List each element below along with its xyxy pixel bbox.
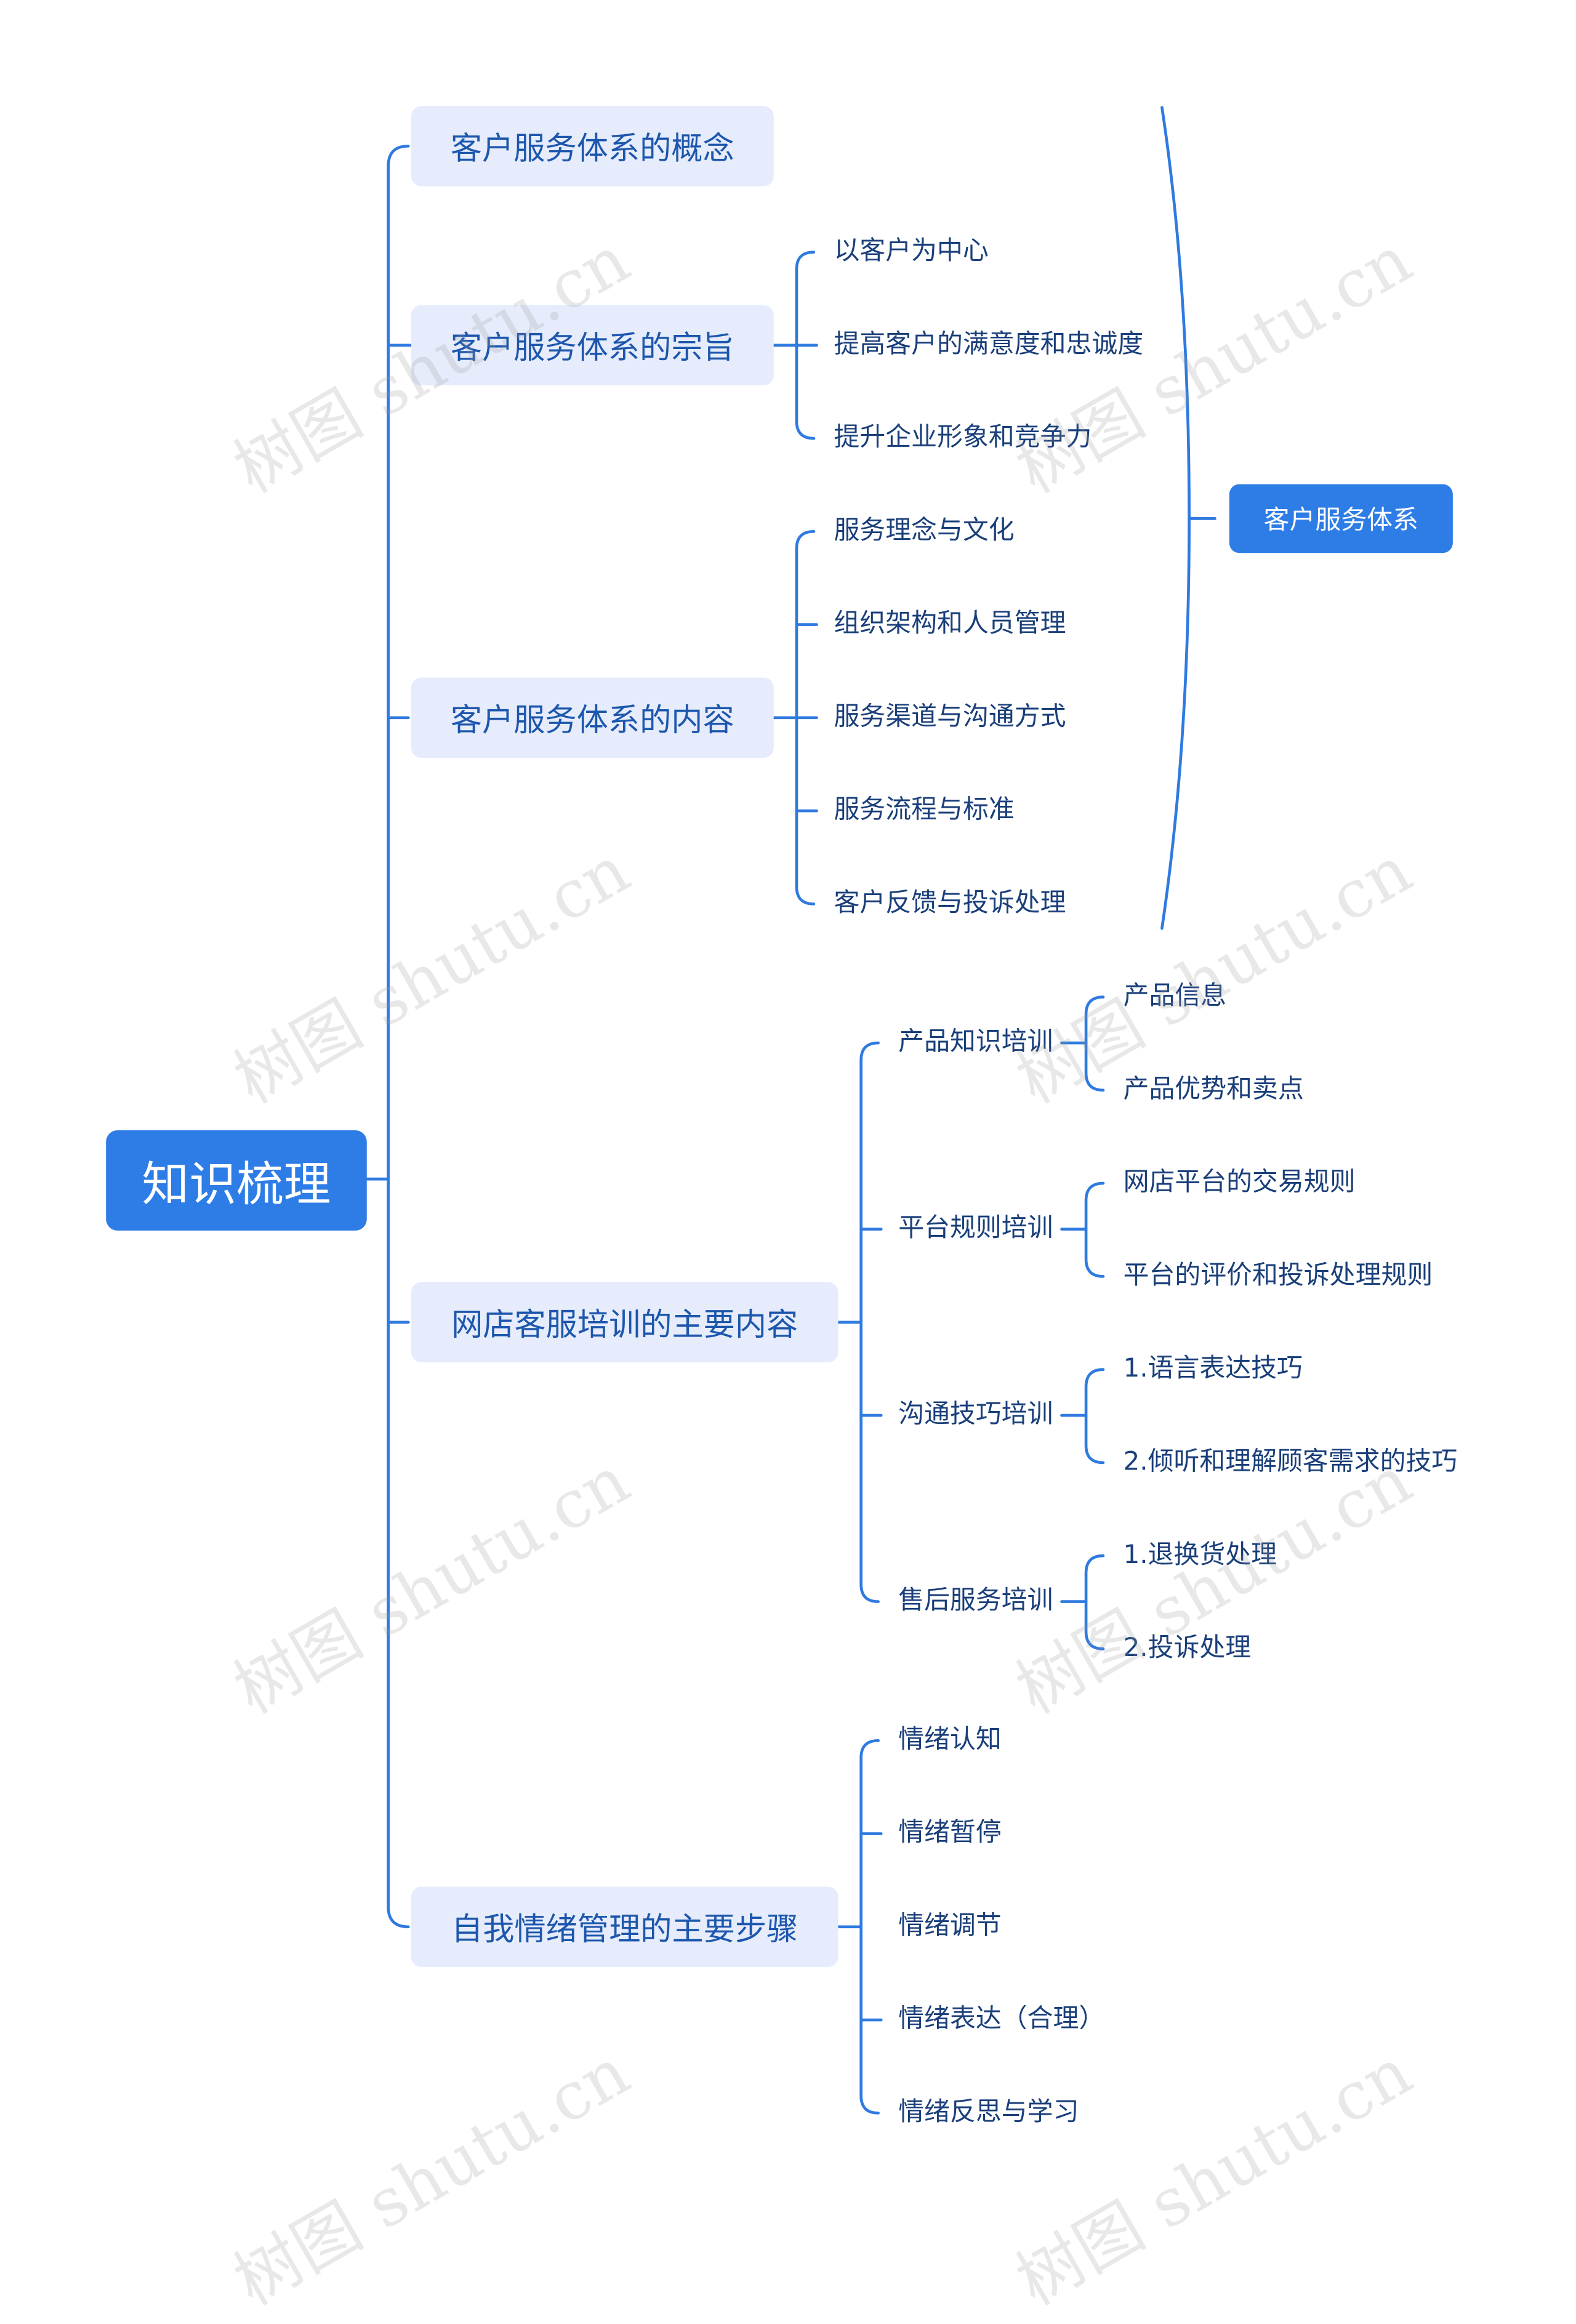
node-shop-training[interactable]: 网店客服培训的主要内容 [411,1282,838,1362]
root-node[interactable]: 知识梳理 [106,1130,367,1231]
node-service-content[interactable]: 客户服务体系的内容 [411,677,774,758]
group-communication-training[interactable]: 沟通技巧培训 [898,1399,1053,1430]
leaf-emotion-reflection[interactable]: 情绪反思与学习 [898,2097,1079,2128]
leaf-organization[interactable]: 组织架构和人员管理 [834,608,1066,639]
leaf-process-standard[interactable]: 服务流程与标准 [834,795,1015,826]
group-aftersales-training[interactable]: 售后服务培训 [898,1585,1053,1616]
leaf-product-info[interactable]: 产品信息 [1123,981,1227,1011]
group-product-training[interactable]: 产品知识培训 [898,1027,1053,1058]
leaf-emotion-regulation[interactable]: 情绪调节 [898,1911,1002,1942]
leaf-emotion-pause[interactable]: 情绪暂停 [898,1817,1002,1848]
leaf-complaints[interactable]: 2.投诉处理 [1123,1633,1252,1663]
summary-node[interactable]: 客户服务体系 [1229,484,1453,553]
leaf-product-advantages[interactable]: 产品优势和卖点 [1123,1074,1304,1105]
leaf-feedback-complaint[interactable]: 客户反馈与投诉处理 [834,888,1066,919]
group-platform-training[interactable]: 平台规则培训 [898,1213,1053,1244]
leaf-expression-skills[interactable]: 1.语言表达技巧 [1123,1354,1303,1384]
leaf-review-rules[interactable]: 平台的评价和投诉处理规则 [1123,1260,1433,1291]
node-emotion-steps[interactable]: 自我情绪管理的主要步骤 [411,1886,838,1967]
leaf-satisfaction-loyalty[interactable]: 提高客户的满意度和忠诚度 [834,329,1144,360]
leaf-listening-skills[interactable]: 2.倾听和理解顾客需求的技巧 [1123,1447,1458,1478]
leaf-emotion-expression[interactable]: 情绪表达（合理） [898,2004,1105,2035]
leaf-service-culture[interactable]: 服务理念与文化 [834,515,1015,546]
node-service-concept[interactable]: 客户服务体系的概念 [411,106,774,187]
leaf-image-competitiveness[interactable]: 提升企业形象和竞争力 [834,422,1092,453]
connector-lines [365,106,1216,2115]
leaf-trade-rules[interactable]: 网店平台的交易规则 [1123,1167,1356,1198]
leaf-returns[interactable]: 1.退换货处理 [1123,1540,1277,1570]
leaf-emotion-awareness[interactable]: 情绪认知 [898,1724,1002,1755]
node-service-purpose[interactable]: 客户服务体系的宗旨 [411,305,774,385]
leaf-channels[interactable]: 服务渠道与沟通方式 [834,702,1066,733]
leaf-customer-centric[interactable]: 以客户为中心 [834,236,989,267]
mind-map-canvas: 知识梳理 客户服务体系的概念 客户服务体系的宗旨 客户服务体系的内容 网店客服培… [106,106,1458,2320]
